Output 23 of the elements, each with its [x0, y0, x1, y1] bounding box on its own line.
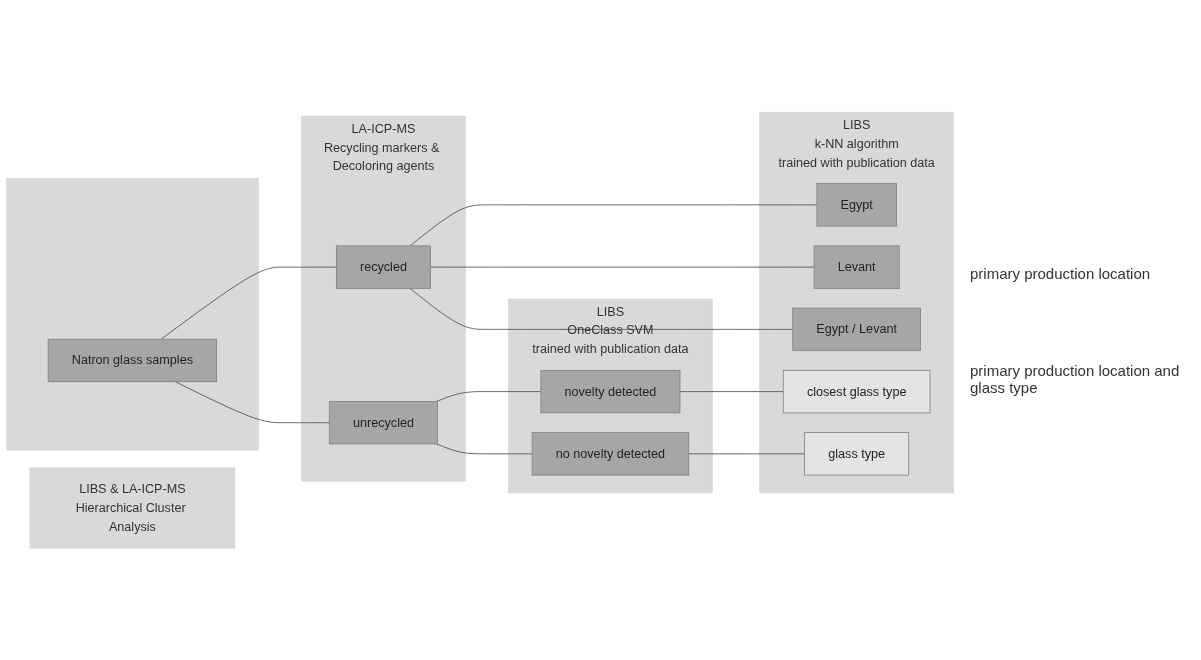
connector	[160, 266, 337, 340]
node-box: recycled	[335, 245, 431, 289]
node-box: glass type	[804, 431, 910, 476]
node-box: Egypt	[816, 182, 897, 227]
connector	[436, 390, 542, 402]
node-box: no novelty detected	[531, 431, 690, 476]
node-box: Natron glass samples	[47, 338, 217, 382]
node-box: Egypt / Levant	[792, 307, 921, 351]
node-box: novelty detected	[540, 369, 681, 414]
cluster	[5, 177, 259, 451]
node-box: Levant	[813, 245, 900, 289]
connector	[688, 453, 806, 454]
connector	[679, 390, 784, 392]
connector	[175, 381, 330, 423]
side-note: primary production location and glass type	[970, 361, 1181, 396]
side-note: primary production location	[970, 264, 1152, 282]
connector	[436, 443, 533, 454]
connector	[430, 266, 815, 268]
node-box: LIBS & LA-ICP-MS Hierarchical Cluster Analysis	[29, 467, 236, 549]
node-box: unrecycled	[328, 400, 438, 445]
connector	[409, 287, 794, 330]
node-box: closest glass type	[782, 369, 931, 414]
connector	[409, 204, 818, 246]
